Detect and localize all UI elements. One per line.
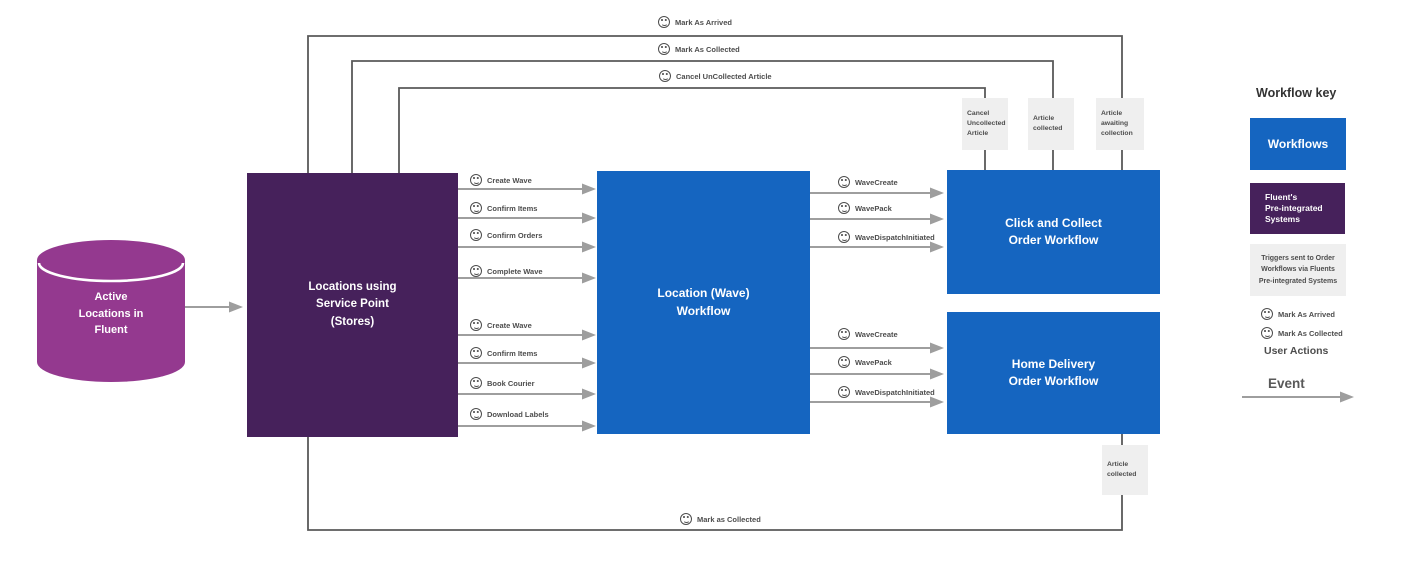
user-action-mark-as-collected-bottom: Mark as Collected: [680, 512, 761, 526]
event-label: WaveDispatchInitiated: [855, 232, 935, 242]
trigger-article-awaiting-collection: Article awaiting collection: [1096, 98, 1144, 150]
smiley-face-icon: [659, 70, 671, 82]
legend-user-action-label: Mark As Collected: [1278, 328, 1343, 338]
user-action-book-courier: Book Courier: [470, 376, 535, 390]
legend-workflows-swatch: Workflows: [1250, 118, 1346, 170]
legend-user-action-mark-as-collected: Mark As Collected: [1261, 326, 1343, 340]
legend-triggers-swatch: Triggers sent to Order Workflows via Flu…: [1250, 244, 1346, 296]
event-wavedispatchinitiated-cc: WaveDispatchInitiated: [838, 230, 935, 244]
smiley-face-icon: [470, 377, 482, 389]
smiley-face-icon: [470, 174, 482, 186]
smiley-face-icon: [470, 319, 482, 331]
smiley-face-icon: [680, 513, 692, 525]
event-wavedispatchinitiated-hd: WaveDispatchInitiated: [838, 385, 935, 399]
smiley-face-icon: [1261, 327, 1273, 339]
home-delivery-workflow-node: Home Delivery Order Workflow: [947, 312, 1160, 434]
user-action-label: Confirm Items: [487, 348, 538, 358]
user-action-confirm-items-1: Confirm Items: [470, 201, 537, 215]
event-wavepack-hd: WavePack: [838, 355, 892, 369]
trigger-article-collected: Article collected: [1028, 98, 1074, 150]
event-wavecreate-hd: WaveCreate: [838, 327, 898, 341]
smiley-face-icon: [838, 328, 850, 340]
smiley-face-icon: [838, 231, 850, 243]
smiley-face-icon: [838, 386, 850, 398]
smiley-face-icon: [838, 202, 850, 214]
user-action-label: Mark as Collected: [697, 514, 761, 524]
smiley-face-icon: [658, 43, 670, 55]
user-action-label: Mark As Collected: [675, 44, 740, 54]
smiley-face-icon: [470, 347, 482, 359]
event-label: WaveCreate: [855, 177, 898, 187]
user-action-confirm-orders: Confirm Orders: [470, 228, 542, 242]
user-action-complete-wave: Complete Wave: [470, 264, 543, 278]
user-action-label: Create Wave: [487, 175, 532, 185]
legend-event-label: Event: [1268, 376, 1305, 391]
user-action-label: Confirm Items: [487, 203, 538, 213]
smiley-face-icon: [470, 229, 482, 241]
user-action-download-labels: Download Labels: [470, 407, 549, 421]
user-action-label: Complete Wave: [487, 266, 543, 276]
active-locations-cylinder: Active Locations in Fluent: [37, 240, 185, 382]
event-label: WaveCreate: [855, 329, 898, 339]
user-action-confirm-items-2: Confirm Items: [470, 346, 537, 360]
smiley-face-icon: [838, 176, 850, 188]
event-label: WavePack: [855, 357, 892, 367]
user-action-label: Confirm Orders: [487, 230, 543, 240]
user-action-mark-as-arrived: Mark As Arrived: [658, 15, 732, 29]
user-action-label: Cancel UnCollected Article: [676, 71, 772, 81]
smiley-face-icon: [838, 356, 850, 368]
wave-workflow-node: Location (Wave) Workflow: [597, 171, 810, 434]
smiley-face-icon: [470, 265, 482, 277]
event-label: WaveDispatchInitiated: [855, 387, 935, 397]
user-action-create-wave-1: Create Wave: [470, 173, 532, 187]
smiley-face-icon: [470, 408, 482, 420]
legend-user-action-label: Mark As Arrived: [1278, 309, 1335, 319]
smiley-face-icon: [470, 202, 482, 214]
user-action-create-wave-2: Create Wave: [470, 318, 532, 332]
smiley-face-icon: [658, 16, 670, 28]
trigger-article-collected-home-delivery: Article collected: [1102, 445, 1148, 495]
event-wavepack-cc: WavePack: [838, 201, 892, 215]
trigger-cancel-uncollected-article: Cancel Uncollected Article: [962, 98, 1008, 150]
user-action-cancel-uncollected-article: Cancel UnCollected Article: [659, 69, 772, 83]
route-cancel-uncollected: [398, 87, 986, 173]
legend-user-action-mark-as-arrived: Mark As Arrived: [1261, 307, 1335, 321]
user-action-label: Mark As Arrived: [675, 17, 732, 27]
stores-node: Locations using Service Point (Stores): [247, 173, 458, 437]
smiley-face-icon: [1261, 308, 1273, 320]
event-wavecreate-cc: WaveCreate: [838, 175, 898, 189]
legend-user-actions-title: User Actions: [1264, 345, 1329, 357]
user-action-label: Create Wave: [487, 320, 532, 330]
legend-fluent-swatch: Fluent's Pre-integrated Systems: [1250, 183, 1345, 234]
user-action-mark-as-collected: Mark As Collected: [658, 42, 740, 56]
click-collect-workflow-node: Click and Collect Order Workflow: [947, 170, 1160, 294]
user-action-label: Download Labels: [487, 409, 549, 419]
event-label: WavePack: [855, 203, 892, 213]
cylinder-label: Active Locations in Fluent: [78, 291, 144, 337]
legend-title: Workflow key: [1256, 86, 1337, 100]
cylinder-shape-icon: [37, 240, 185, 382]
user-action-label: Book Courier: [487, 378, 535, 388]
